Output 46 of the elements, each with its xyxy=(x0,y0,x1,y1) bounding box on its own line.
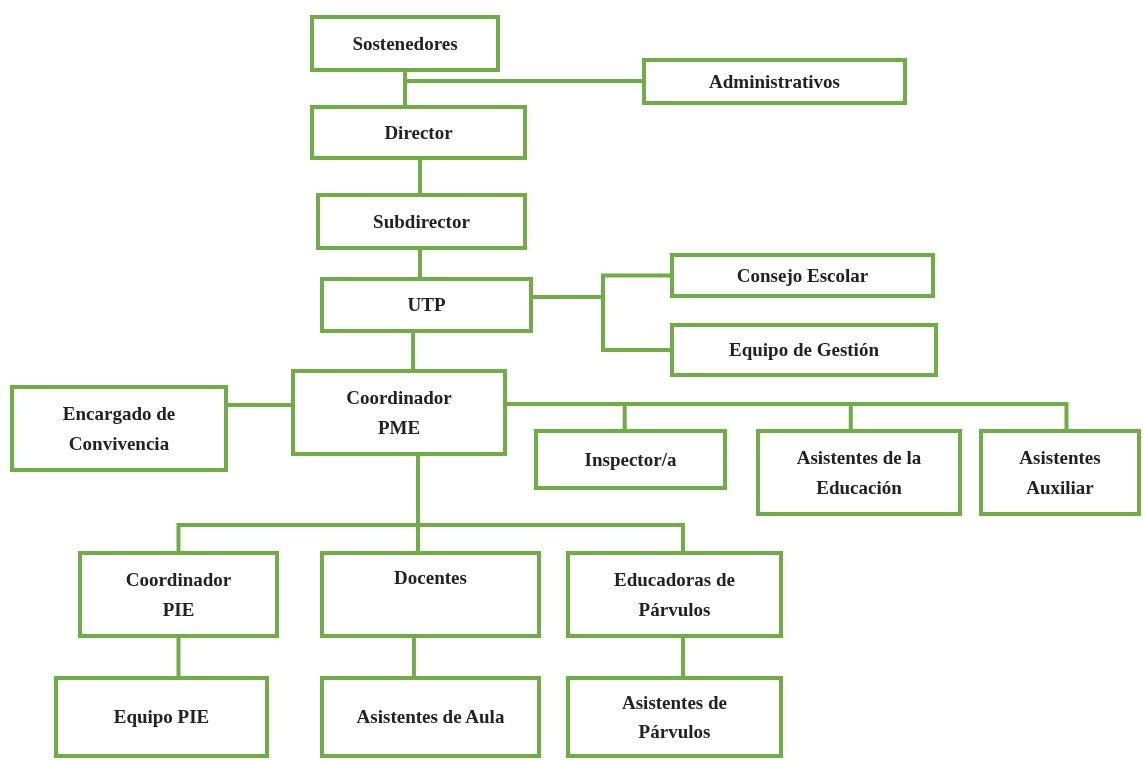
role-label: Educadoras de Párvulos xyxy=(613,568,736,622)
connector-line xyxy=(411,333,416,369)
role-label: Director xyxy=(384,120,453,145)
connector-line xyxy=(228,403,291,407)
role-label: Equipo de Gestión xyxy=(729,338,879,363)
connector-line xyxy=(533,295,670,352)
connector-line xyxy=(403,72,642,84)
org-box xyxy=(320,676,541,758)
org-box xyxy=(310,15,500,72)
org-box xyxy=(291,369,507,456)
connector-line xyxy=(416,456,685,551)
org-box xyxy=(756,429,962,516)
org-box xyxy=(670,253,935,298)
org-box xyxy=(78,551,279,638)
connector-line xyxy=(411,638,416,676)
org-box xyxy=(566,551,783,638)
role-label: Equipo PIE xyxy=(113,705,210,730)
org-box xyxy=(320,551,541,638)
org-box xyxy=(320,277,533,333)
role-label: Encargado de Convivencia xyxy=(61,402,177,456)
connector-line xyxy=(418,250,422,277)
role-label: Administrativos xyxy=(709,69,840,94)
role-label: Asistentes Auxiliar xyxy=(1018,446,1102,500)
org-box xyxy=(670,323,938,377)
role-label: Docentes xyxy=(394,566,467,590)
role-label: Sostenedores xyxy=(352,31,458,56)
role-label: Coordinador PIE xyxy=(124,568,233,622)
role-label: UTP xyxy=(407,293,446,318)
role-label: Coordinador PME xyxy=(345,386,453,440)
org-box xyxy=(534,429,727,490)
org-box xyxy=(979,429,1141,516)
role-label: Asistentes de Aula xyxy=(356,705,505,730)
role-label: Consejo Escolar xyxy=(736,263,869,288)
connector-line xyxy=(176,638,181,676)
org-box xyxy=(566,676,783,758)
role-label: Subdirector xyxy=(373,209,470,234)
org-box xyxy=(642,58,907,105)
role-label: Asistentes de la Educación xyxy=(795,446,923,500)
role-label: Asistentes de Párvulos xyxy=(621,690,728,744)
org-box xyxy=(316,193,527,250)
connector-line xyxy=(418,160,422,193)
connector-line xyxy=(680,638,685,676)
org-box xyxy=(310,105,527,160)
org-box xyxy=(10,385,228,472)
role-label: Inspector/a xyxy=(584,447,677,472)
org-box xyxy=(54,676,269,758)
